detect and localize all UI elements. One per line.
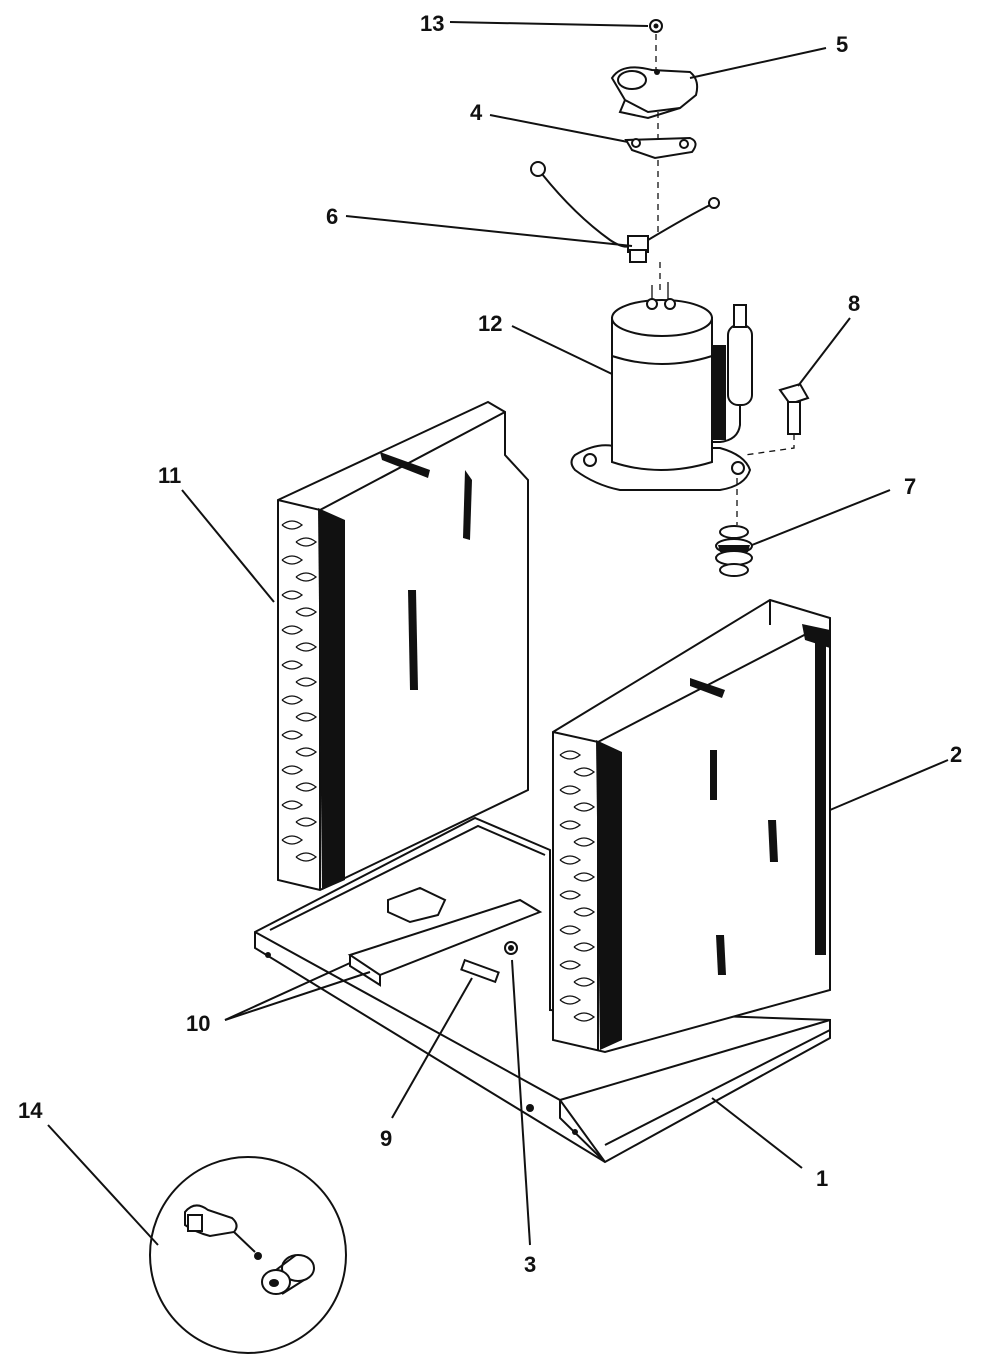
callout-14: 14: [18, 1098, 43, 1123]
callout-5: 5: [836, 32, 848, 57]
callout-8: 8: [848, 291, 860, 316]
callout-9: 9: [380, 1126, 392, 1151]
callout-3: 3: [524, 1252, 536, 1277]
compressor: [570, 282, 753, 491]
callout-4: 4: [470, 100, 483, 125]
callout-2: 2: [950, 742, 962, 767]
gasket: [624, 136, 697, 160]
callout-12: 12: [478, 311, 502, 336]
callout-11: 11: [158, 463, 181, 488]
detail-inset: [149, 1156, 347, 1354]
leader-lines: [47, 21, 949, 1246]
bolt: [778, 382, 810, 435]
callout-13: 13: [420, 11, 444, 36]
evaporator-coil: [277, 400, 529, 892]
callout-10: 10: [186, 1011, 210, 1036]
callout-1: 1: [816, 1166, 828, 1191]
callout-6: 6: [326, 204, 338, 229]
terminal-cover: [610, 66, 699, 120]
nut: [649, 19, 663, 33]
condenser-coil: [552, 598, 831, 1054]
overload-wire: [530, 161, 720, 263]
assembly-guides: [655, 34, 795, 525]
mounting-grommet: [715, 525, 753, 577]
callout-7: 7: [904, 474, 916, 499]
base-pan: [254, 816, 831, 1164]
